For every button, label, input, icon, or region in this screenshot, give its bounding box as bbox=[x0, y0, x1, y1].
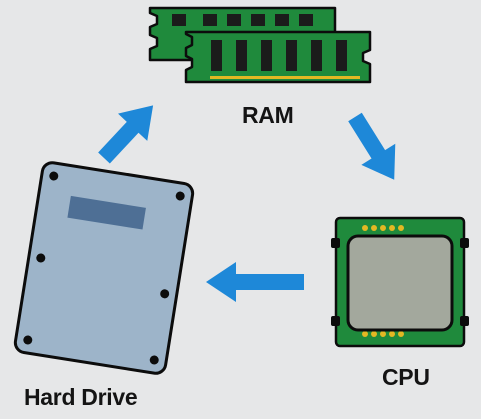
ram-module-front bbox=[184, 30, 372, 84]
ram-icon bbox=[148, 6, 372, 84]
hard-drive-label: Hard Drive bbox=[24, 384, 138, 410]
ram-label: RAM bbox=[242, 102, 294, 128]
arrow-hard-drive-to-ram bbox=[98, 105, 154, 164]
hard-drive-icon bbox=[13, 161, 195, 375]
arrow-cpu-to-hard-drive bbox=[206, 262, 304, 302]
arrow-ram-to-cpu bbox=[348, 112, 396, 180]
cpu-icon bbox=[331, 216, 469, 348]
cpu-label: CPU bbox=[382, 364, 430, 390]
